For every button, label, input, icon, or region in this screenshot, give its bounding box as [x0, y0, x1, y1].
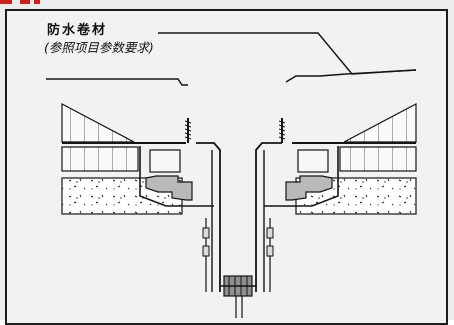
red-accent-marks	[0, 0, 40, 4]
membrane-subtitle-label: (参照项目参数要求)	[44, 40, 154, 55]
membrane-sheet	[46, 69, 417, 86]
left-screw	[184, 118, 192, 143]
left-roof-assembly	[61, 103, 221, 292]
right-roof-assembly	[255, 103, 417, 292]
right-screw	[278, 118, 286, 143]
joint-clamp	[220, 275, 256, 318]
membrane-title-label: 防水卷材	[47, 23, 108, 38]
membrane-leader-line	[158, 32, 417, 75]
